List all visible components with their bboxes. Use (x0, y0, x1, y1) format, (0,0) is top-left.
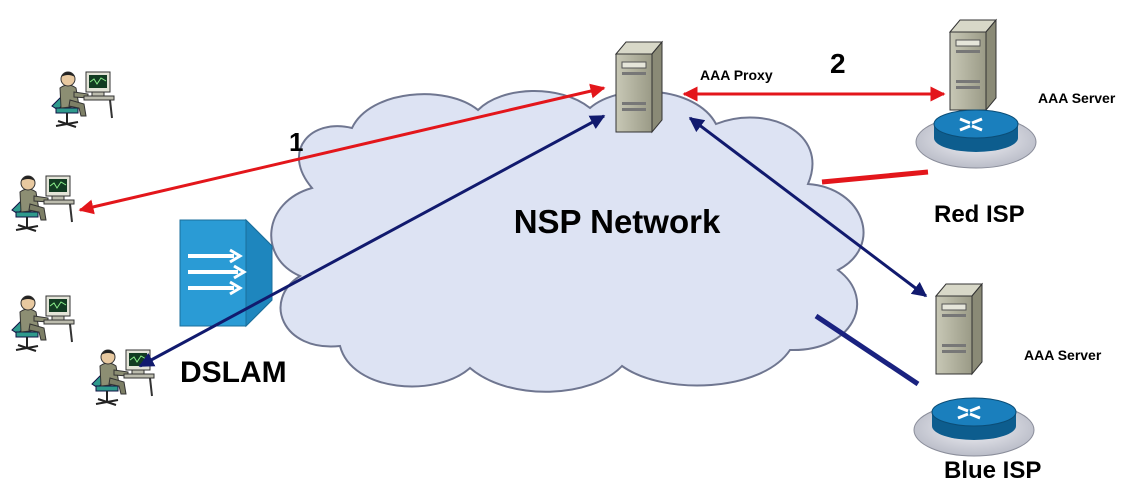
user-workstation-icon (11, 295, 75, 352)
aaa-proxy-server-icon (615, 41, 663, 133)
red-aaa-server-icon (949, 19, 997, 111)
user-workstation-icon (51, 71, 115, 128)
blue-server-label: AAA Server (1024, 347, 1102, 363)
dslam-label: DSLAM (180, 356, 287, 389)
red-server-label: AAA Server (1038, 90, 1116, 106)
proxy-to-blue-server-arrow (688, 116, 928, 298)
blue-isp-router-icon (912, 396, 1036, 458)
step-2-label: 2 (830, 48, 846, 79)
red-isp-router-icon (914, 108, 1038, 170)
dslam-icon (179, 218, 273, 328)
blue-isp-label: Blue ISP (944, 457, 1041, 480)
user-workstation-icon (11, 175, 75, 232)
blue-isp-connection (814, 313, 920, 387)
red-isp-connection (821, 169, 929, 185)
step-1-label: 1 (289, 127, 303, 157)
user-to-proxy-blue-arrow (138, 114, 606, 368)
network-label: NSP Network (514, 203, 721, 240)
red-isp-label: Red ISP (934, 201, 1025, 228)
user-workstation-icon (91, 349, 155, 406)
proxy-label: AAA Proxy (700, 67, 773, 83)
blue-aaa-server-icon (935, 283, 983, 375)
